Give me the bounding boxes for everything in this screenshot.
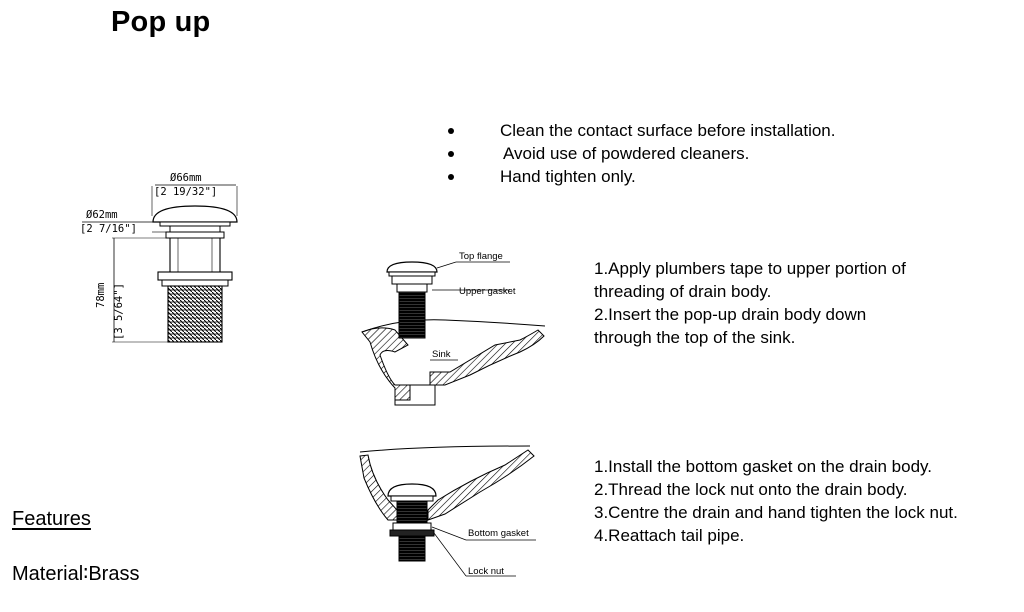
bottom-gasket-label: Bottom gasket bbox=[468, 528, 529, 539]
height-inch-label: [3 5/64"] bbox=[113, 283, 125, 340]
lock-nut-label: Lock nut bbox=[468, 566, 504, 577]
tip-item: Hand tighten only. bbox=[445, 165, 835, 188]
flange-diameter-inch-label: [2 7/16"] bbox=[80, 223, 137, 235]
bullet-icon bbox=[448, 128, 454, 134]
sink-label: Sink bbox=[432, 349, 451, 360]
top-flange-label: Top flange bbox=[459, 251, 503, 262]
bullet-icon bbox=[448, 174, 454, 180]
features-heading: Features bbox=[12, 508, 91, 530]
top-diameter-inch-label: [2 19/32"] bbox=[154, 186, 217, 198]
step-line: 1.Apply plumbers tape to upper portion o… bbox=[594, 259, 906, 278]
tip-item: Clean the contact surface before install… bbox=[445, 119, 835, 142]
upper-gasket-label: Upper gasket bbox=[459, 286, 516, 297]
insertion-steps: 1.Apply plumbers tape to upper portion o… bbox=[594, 257, 906, 349]
page-title: Pop up bbox=[111, 6, 211, 38]
top-diameter-label: Ø66mm bbox=[170, 172, 202, 184]
step-line: threading of drain body. bbox=[594, 282, 772, 301]
step-line: 2.Insert the pop-up drain body down bbox=[594, 305, 867, 324]
dimension-drawing: Ø66mm [2 19/32"] Ø62mm [2 7/16"] 78mm [3… bbox=[80, 172, 238, 343]
locknut-diagram: Bottom gasket Lock nut bbox=[359, 445, 536, 577]
installation-tips: Clean the contact surface before install… bbox=[445, 119, 835, 188]
step-line: 1.Install the bottom gasket on the drain… bbox=[594, 457, 933, 476]
height-label: 78mm bbox=[95, 283, 107, 308]
insertion-diagram: Top flange Upper gasket Sink bbox=[361, 251, 546, 406]
locknut-steps: 1.Install the bottom gasket on the drain… bbox=[594, 455, 958, 547]
step-line: 4.Reattach tail pipe. bbox=[594, 526, 745, 545]
bullet-icon bbox=[448, 151, 454, 157]
material-text: Material∶Brass bbox=[12, 563, 140, 585]
step-line: 2.Thread the lock nut onto the drain bod… bbox=[594, 480, 908, 499]
step-line: through the top of the sink. bbox=[594, 328, 796, 347]
tip-item: Avoid use of powdered cleaners. bbox=[445, 142, 835, 165]
step-line: 3.Centre the drain and hand tighten the … bbox=[594, 503, 958, 522]
flange-diameter-label: Ø62mm bbox=[86, 209, 118, 221]
